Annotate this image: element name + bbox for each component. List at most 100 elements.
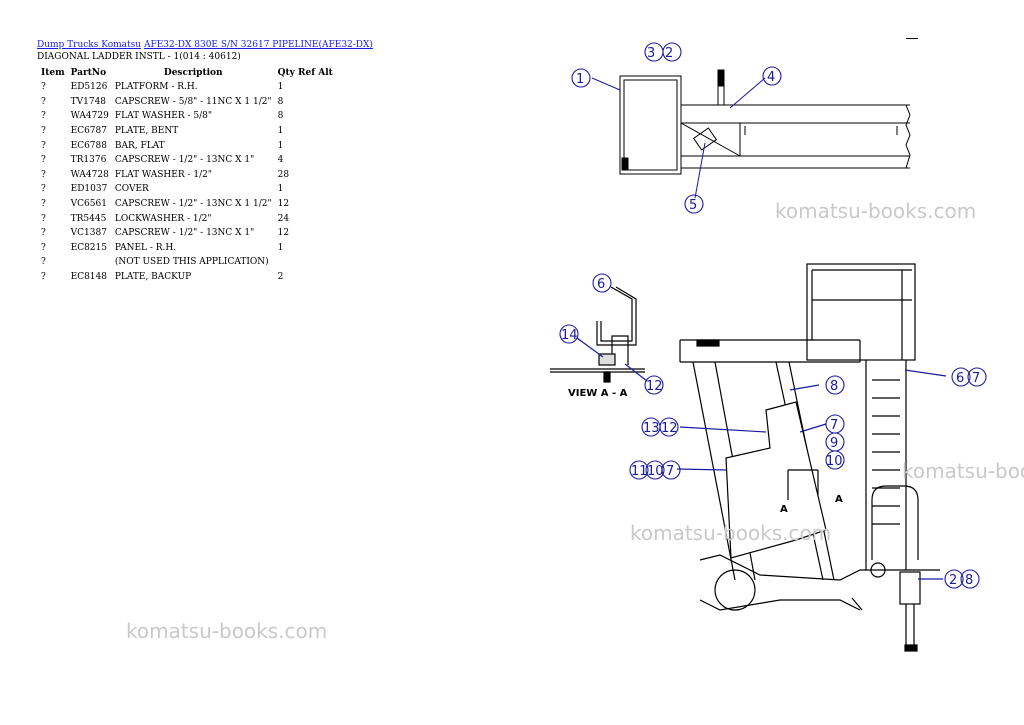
cell-description: CAPSCREW - 5/8" - 11NC X 1 1/2" xyxy=(114,96,272,107)
breadcrumb: Dump Trucks Komatsu AFE32-DX 830E S/N 32… xyxy=(37,40,373,50)
callout-8-bottom: 8 xyxy=(965,573,973,588)
cell-description: CAPSCREW - 1/2" - 13NC X 1 1/2" xyxy=(114,199,272,210)
cell-partno: EC6788 xyxy=(70,140,107,151)
callout-11: 11 xyxy=(631,464,648,479)
column-header-item: Item xyxy=(41,68,65,78)
watermark: komatsu-books.com xyxy=(902,459,1024,483)
callout-5: 5 xyxy=(689,198,697,213)
table-row: ? EC8148 PLATE, BACKUP 2 xyxy=(38,270,336,285)
cell-qty: 1 xyxy=(277,242,284,253)
callout-2-bottom: 2 xyxy=(949,573,957,588)
cell-partno: VC6561 xyxy=(70,199,107,210)
page-title: DIAGONAL LADDER INSTL - 1(014 : 40612) xyxy=(37,52,241,62)
cell-qty: 1 xyxy=(277,140,284,151)
cell-item: ? xyxy=(41,169,46,180)
cell-item: ? xyxy=(41,228,46,239)
cell-partno: WA4729 xyxy=(70,111,109,122)
cell-qty: 8 xyxy=(277,111,284,122)
table-row: ? VC1387 CAPSCREW - 1/2" - 13NC X 1" 12 xyxy=(38,226,336,241)
cell-partno: ED5126 xyxy=(70,82,108,93)
cell-qty: 8 xyxy=(277,96,284,107)
cell-partno: TV1748 xyxy=(70,96,107,107)
breadcrumb-link-dump-trucks[interactable]: Dump Trucks Komatsu xyxy=(37,40,142,50)
cell-qty: 1 xyxy=(277,184,284,195)
cell-partno: VC1387 xyxy=(70,228,107,239)
callout-8: 8 xyxy=(830,379,838,394)
callout-6: 6 xyxy=(597,277,605,292)
cell-item: ? xyxy=(41,272,46,283)
divider xyxy=(906,38,918,39)
table-row: ? ED5126 PLATFORM - R.H. 1 xyxy=(38,80,336,95)
callout-14: 14 xyxy=(561,328,578,343)
cell-description: BAR, FLAT xyxy=(114,140,165,151)
callout-4: 4 xyxy=(767,70,775,85)
cell-item: ? xyxy=(41,213,46,224)
cell-qty: 1 xyxy=(277,82,284,93)
cell-partno: TR5445 xyxy=(70,213,107,224)
cell-description: PANEL - R.H. xyxy=(114,242,177,253)
column-header-qty-ref-alt: Qty Ref Alt xyxy=(275,66,336,80)
callout-labels: 1 3 2 4 5 6 14 12 6 7 8 13 12 7 9 10 11 … xyxy=(561,46,980,588)
cell-qty: 28 xyxy=(277,169,290,180)
cell-description: PLATE, BENT xyxy=(114,126,179,137)
callout-7-left: 7 xyxy=(666,464,674,479)
view-a-a-label: VIEW A - A xyxy=(568,388,628,399)
cell-item: ? xyxy=(41,199,46,210)
table-row: ? TR5445 LOCKWASHER - 1/2" 24 xyxy=(38,211,336,226)
cell-item: ? xyxy=(41,96,46,107)
table-row: ? WA4728 FLAT WASHER - 1/2" 28 xyxy=(38,168,336,183)
cell-partno: EC8215 xyxy=(70,242,107,253)
watermark: komatsu-books.com xyxy=(126,619,328,643)
table-header-row: Item PartNo Description Qty Ref Alt xyxy=(38,66,336,80)
table-row: ?(NOT USED THIS APPLICATION) xyxy=(38,255,336,270)
view-a-a-detail xyxy=(550,286,648,383)
cell-partno: TR1376 xyxy=(70,155,107,166)
section-arrow-label-left: A xyxy=(780,504,788,515)
cell-qty: 12 xyxy=(277,228,290,239)
cell-partno: EC8148 xyxy=(70,272,107,283)
cell-description: LOCKWASHER - 1/2" xyxy=(114,213,212,224)
cell-qty: 2 xyxy=(277,272,284,283)
cell-description: FLAT WASHER - 1/2" xyxy=(114,169,212,180)
callout-2: 2 xyxy=(665,46,673,61)
column-header-partno: PartNo xyxy=(70,68,107,78)
cell-item: ? xyxy=(41,184,46,195)
callout-3: 3 xyxy=(647,46,655,61)
callout-13: 13 xyxy=(643,421,660,436)
callout-12: 12 xyxy=(646,379,663,394)
column-header-description: Description xyxy=(163,68,223,78)
callout-7: 7 xyxy=(830,418,838,433)
table-row: ? VC6561 CAPSCREW - 1/2" - 13NC X 1 1/2" 12 xyxy=(38,197,336,212)
cell-qty: 12 xyxy=(277,199,290,210)
cell-qty: 1 xyxy=(277,126,284,137)
watermark: komatsu-books.com xyxy=(775,199,977,223)
cell-description: PLATE, BACKUP xyxy=(114,272,192,283)
cell-qty: 24 xyxy=(277,213,290,224)
cell-description: (NOT USED THIS APPLICATION) xyxy=(114,257,269,268)
main-ladder-assembly-drawing xyxy=(676,263,947,652)
cell-item: ? xyxy=(41,126,46,137)
top-assembly-drawing xyxy=(591,69,911,199)
cell-description: COVER xyxy=(114,184,149,195)
column-header-ref: Ref xyxy=(298,68,316,78)
cell-description: CAPSCREW - 1/2" - 13NC X 1" xyxy=(114,228,255,239)
table-row: ? TV1748 CAPSCREW - 5/8" - 11NC X 1 1/2" 8 xyxy=(38,95,336,110)
callout-10: 10 xyxy=(826,454,843,469)
cell-partno: WA4728 xyxy=(70,169,109,180)
section-arrow-label: A xyxy=(835,494,843,505)
callout-7-right: 7 xyxy=(972,371,980,386)
parts-table: Item PartNo Description Qty Ref Alt ? ED5… xyxy=(38,66,336,284)
cell-item: ? xyxy=(41,82,46,93)
column-header-alt: Alt xyxy=(318,68,333,78)
callout-12-mid: 12 xyxy=(661,421,678,436)
breadcrumb-link-model[interactable]: AFE32-DX 830E S/N 32617 PIPELINE(AFE32-D… xyxy=(143,40,373,50)
watermark: komatsu-books.com xyxy=(630,521,832,545)
cell-description: FLAT WASHER - 5/8" xyxy=(114,111,212,122)
cell-description: PLATFORM - R.H. xyxy=(114,82,198,93)
column-header-qty: Qty xyxy=(277,68,295,78)
